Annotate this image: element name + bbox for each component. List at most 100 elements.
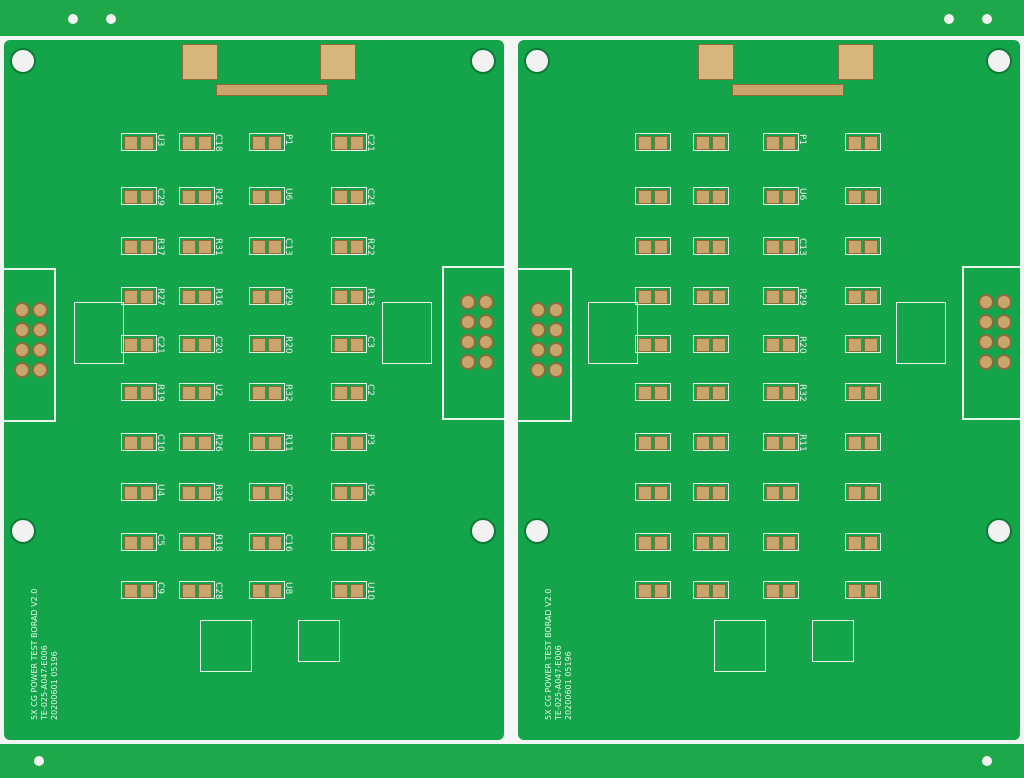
reference-designator: R27 <box>155 288 165 306</box>
smd-pad <box>696 240 710 254</box>
smd-pad <box>864 386 878 400</box>
smd-pad <box>864 536 878 550</box>
smd-pad <box>864 486 878 500</box>
component-outline <box>331 533 367 551</box>
smd-pad <box>350 190 364 204</box>
smd-pad <box>848 584 862 598</box>
mounting-hole <box>524 518 550 544</box>
component-outline <box>179 383 215 401</box>
smd-pad <box>140 240 154 254</box>
smd-pad <box>712 240 726 254</box>
reference-designator: U5 <box>365 484 375 497</box>
header-pin <box>996 334 1012 350</box>
smd-pad <box>198 386 212 400</box>
smd-pad <box>350 386 364 400</box>
component-outline <box>331 287 367 305</box>
smd-pad <box>182 190 196 204</box>
smd-pad <box>848 190 862 204</box>
reference-designator: R32 <box>797 384 807 402</box>
silk-line: TE-025-A047-E006 <box>40 645 49 720</box>
reference-designator: R18 <box>213 534 223 552</box>
smd-pad <box>712 338 726 352</box>
smd-pad <box>252 584 266 598</box>
reference-designator: P3 <box>365 434 375 446</box>
component-outline <box>249 581 285 599</box>
ic-outline <box>588 302 638 364</box>
reference-designator: C13 <box>283 238 293 256</box>
smd-pad <box>124 436 138 450</box>
smd-pad <box>198 136 212 150</box>
component-outline <box>179 287 215 305</box>
component-outline <box>635 133 671 151</box>
component-outline <box>179 581 215 599</box>
reference-designator: C13 <box>797 238 807 256</box>
smd-pad <box>864 190 878 204</box>
smd-pad <box>848 136 862 150</box>
smd-pad <box>848 240 862 254</box>
smd-pad <box>198 584 212 598</box>
component-outline <box>121 133 157 151</box>
header-pin <box>14 362 30 378</box>
component-outline <box>331 383 367 401</box>
reference-designator: R24 <box>213 188 223 206</box>
smd-pad <box>782 190 796 204</box>
component-outline <box>845 433 881 451</box>
silk-line: 5X CG POWER TEST BORAD V2.0 <box>30 588 39 720</box>
component-outline <box>763 133 799 151</box>
mounting-hole <box>10 518 36 544</box>
smd-pad <box>198 486 212 500</box>
silk-line: 5X CG POWER TEST BORAD V2.0 <box>544 588 553 720</box>
smd-pad <box>124 536 138 550</box>
smd-pad <box>696 486 710 500</box>
smd-pad <box>334 290 348 304</box>
component-outline <box>763 383 799 401</box>
smd-pad <box>182 436 196 450</box>
smd-pad <box>124 584 138 598</box>
component-outline <box>179 433 215 451</box>
component-outline <box>635 237 671 255</box>
header-pin <box>460 334 476 350</box>
component-outline <box>249 187 285 205</box>
header-pin <box>530 302 546 318</box>
smd-pad <box>712 436 726 450</box>
header-pin <box>996 294 1012 310</box>
component-outline <box>635 383 671 401</box>
component-outline <box>121 483 157 501</box>
smd-pad <box>848 536 862 550</box>
component-outline <box>693 335 729 353</box>
component-outline <box>763 335 799 353</box>
reference-designator: R19 <box>155 384 165 402</box>
header-pin <box>548 342 564 358</box>
smd-pad <box>124 240 138 254</box>
smd-pad <box>140 386 154 400</box>
header-pin <box>996 354 1012 370</box>
header-pin <box>14 342 30 358</box>
ic-outline <box>896 302 946 364</box>
reference-designator: U2 <box>213 384 223 397</box>
smd-pad <box>268 240 282 254</box>
smd-pad <box>654 536 668 550</box>
smd-pad <box>124 190 138 204</box>
header-pin <box>978 354 994 370</box>
smd-pad <box>766 584 780 598</box>
rail-hole <box>982 14 992 24</box>
header-pin <box>478 294 494 310</box>
component-outline <box>331 433 367 451</box>
smd-pad <box>334 240 348 254</box>
reference-designator: R22 <box>365 238 375 256</box>
smd-pad <box>782 486 796 500</box>
smd-pad <box>766 536 780 550</box>
smd-pad <box>124 386 138 400</box>
connector-outline-p2 <box>962 266 1020 420</box>
smd-pad <box>848 436 862 450</box>
component-outline <box>763 581 799 599</box>
smd-pad <box>182 486 196 500</box>
smd-pad <box>198 436 212 450</box>
smd-pad <box>268 584 282 598</box>
component-outline <box>693 581 729 599</box>
header-pin <box>978 334 994 350</box>
smd-pad <box>268 290 282 304</box>
mounting-hole <box>10 48 36 74</box>
component-outline <box>121 287 157 305</box>
component-outline <box>249 433 285 451</box>
